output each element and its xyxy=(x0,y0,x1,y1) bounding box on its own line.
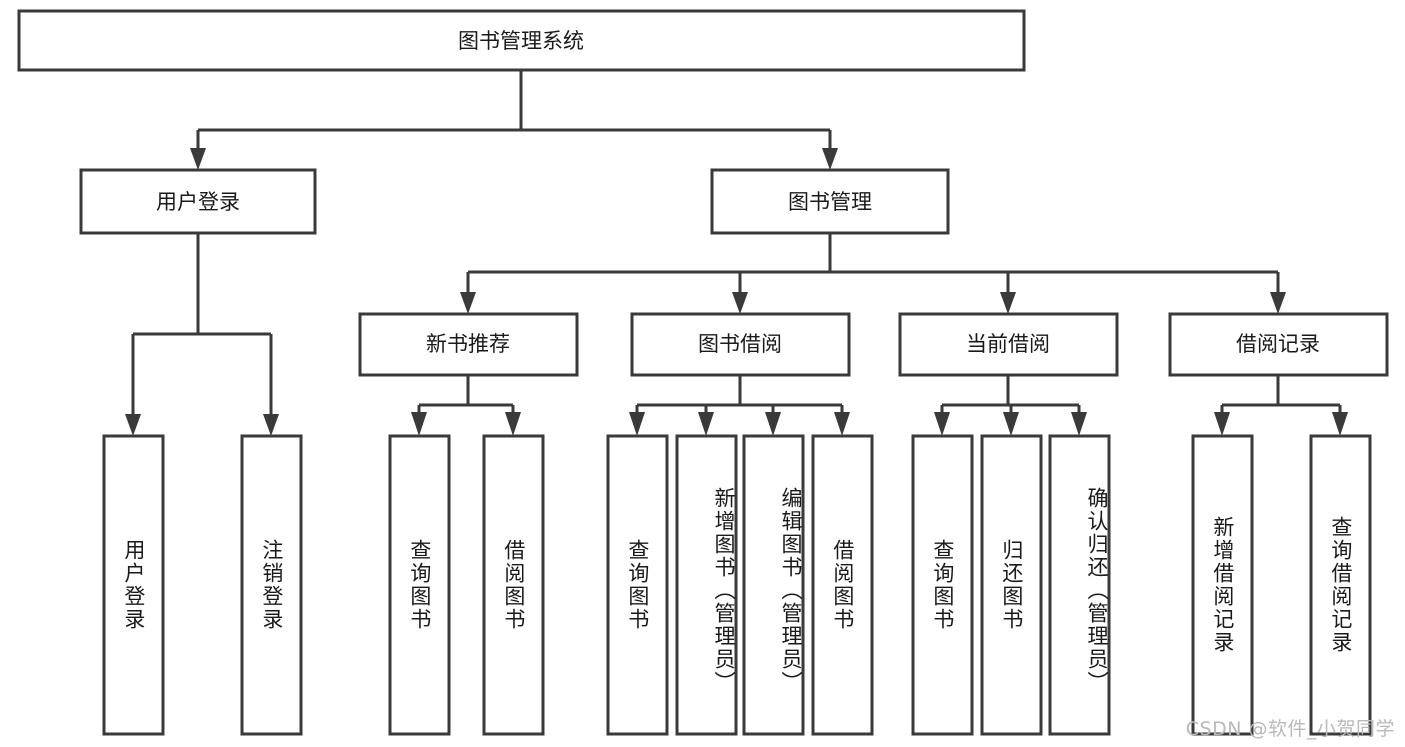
node-user-login-box[interactable] xyxy=(79,168,317,235)
leaf-boxes xyxy=(102,434,1372,736)
arrow-to-leaf-edit-book xyxy=(765,412,781,436)
arrow-to-leaf-user-logout xyxy=(263,414,279,436)
node-root-label: 图书管理系统 xyxy=(458,29,584,53)
leaf-box-return-book[interactable] xyxy=(980,434,1043,736)
leaf-box-query-book-1[interactable] xyxy=(388,434,451,736)
arrow-to-leaf-add-book xyxy=(698,412,714,436)
node-book-manage[interactable]: 图书管理 xyxy=(710,168,950,235)
connector-group-book-borrow-children xyxy=(629,375,850,436)
node-borrow-record-box[interactable] xyxy=(1168,312,1389,377)
connector-group-borrow-record-children xyxy=(1214,375,1348,436)
node-book-borrow-box[interactable] xyxy=(630,312,851,377)
leaf-box-confirm-return[interactable] xyxy=(1048,434,1111,736)
node-borrow-record-label: 借阅记录 xyxy=(1236,332,1320,356)
leaf-box-edit-book[interactable] xyxy=(742,434,805,736)
connector-group-root-to-level2 xyxy=(190,70,838,170)
arrow-to-leaf-borrow-book-1 xyxy=(505,412,521,436)
node-current-borrow[interactable]: 当前借阅 xyxy=(898,312,1119,377)
node-root[interactable]: 图书管理系统 xyxy=(17,9,1026,72)
arrow-to-book-borrow xyxy=(732,292,748,314)
arrow-to-new-book-rec xyxy=(460,292,476,314)
arrow-to-leaf-user-login xyxy=(125,414,141,436)
node-book-borrow-label: 图书借阅 xyxy=(698,332,782,356)
arrow-to-leaf-query-record xyxy=(1332,412,1348,436)
arrow-to-current-borrow xyxy=(1000,292,1016,314)
node-current-borrow-box[interactable] xyxy=(898,312,1119,377)
leaf-box-user-logout[interactable] xyxy=(240,434,303,736)
arrow-to-user-login xyxy=(190,148,206,170)
arrow-to-leaf-query-book-1 xyxy=(411,412,427,436)
arrow-to-leaf-query-book-3 xyxy=(934,412,950,436)
leaf-box-add-book[interactable] xyxy=(675,434,738,736)
connector-group-current-borrow-children xyxy=(934,375,1087,436)
node-new-book-rec-label: 新书推荐 xyxy=(426,332,510,356)
node-new-book-rec-box[interactable] xyxy=(358,312,579,377)
node-book-manage-box[interactable] xyxy=(710,168,950,235)
node-borrow-record[interactable]: 借阅记录 xyxy=(1168,312,1389,377)
arrow-to-book-manage xyxy=(822,148,838,170)
connector-group-book-manage-children xyxy=(460,233,1286,314)
node-new-book-rec[interactable]: 新书推荐 xyxy=(358,312,579,377)
leaf-box-query-book-2[interactable] xyxy=(606,434,669,736)
node-book-borrow[interactable]: 图书借阅 xyxy=(630,312,851,377)
node-user-login[interactable]: 用户登录 xyxy=(79,168,317,235)
node-book-manage-label: 图书管理 xyxy=(788,190,872,214)
arrow-to-leaf-borrow-book-2 xyxy=(834,412,850,436)
leaf-box-user-login[interactable] xyxy=(102,434,165,736)
arrow-to-leaf-add-record xyxy=(1214,412,1230,436)
arrow-to-leaf-confirm-return xyxy=(1071,412,1087,436)
leaf-box-borrow-book-1[interactable] xyxy=(482,434,545,736)
leaf-box-query-record[interactable] xyxy=(1309,434,1372,736)
arrow-to-borrow-record xyxy=(1270,292,1286,314)
node-root-box[interactable] xyxy=(17,9,1026,72)
leaf-box-query-book-3[interactable] xyxy=(911,434,974,736)
node-current-borrow-label: 当前借阅 xyxy=(966,332,1050,356)
connector-group-user-login-children xyxy=(125,233,279,436)
connector-group-new-book-rec-children xyxy=(411,375,521,436)
watermark-text: CSDN @软件_小贺同学 xyxy=(1185,718,1395,740)
arrow-to-leaf-return-book xyxy=(1003,412,1019,436)
node-user-login-label: 用户登录 xyxy=(156,190,240,214)
arrow-to-leaf-query-book-2 xyxy=(629,412,645,436)
leaf-box-borrow-book-2[interactable] xyxy=(811,434,874,736)
leaf-box-add-record[interactable] xyxy=(1191,434,1254,736)
